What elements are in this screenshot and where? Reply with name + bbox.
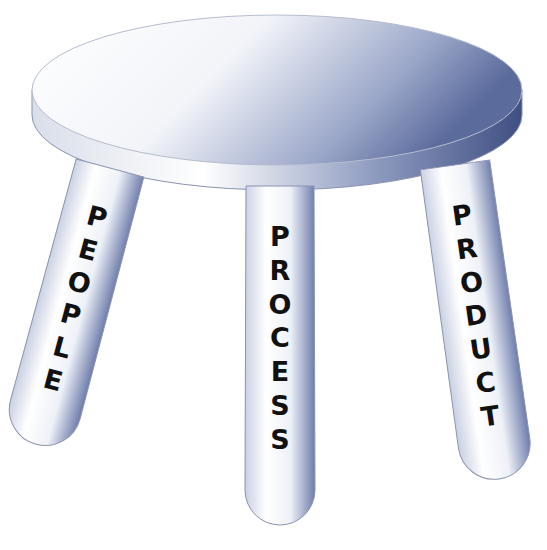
- leg-shape: [245, 186, 315, 525]
- leg-shape: [419, 160, 534, 484]
- stool-leg: PRODUCT: [418, 160, 536, 485]
- stool-leg: PROCESS: [244, 186, 316, 526]
- stool-leg: PEOPLE: [0, 158, 146, 454]
- leg-shape: [1, 159, 145, 454]
- leg-label: PROCESS: [267, 220, 294, 456]
- seat-top: [32, 15, 522, 165]
